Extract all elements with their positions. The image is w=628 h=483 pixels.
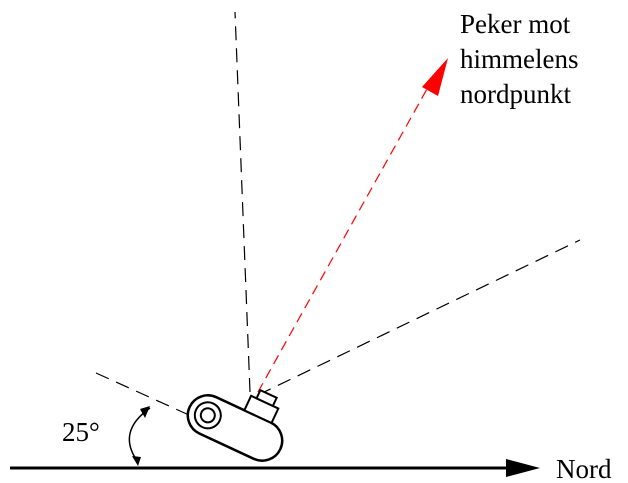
north-label: Nord — [556, 454, 612, 483]
celestial-pole-arrowhead — [422, 58, 448, 96]
right-dashed-line — [257, 239, 581, 396]
instrument — [186, 388, 284, 462]
north-arrowhead — [506, 459, 540, 477]
angle-arc-arrowhead-top — [140, 406, 150, 418]
angle-arc — [128, 407, 151, 463]
instrument-lens-cap — [255, 388, 279, 408]
celestial-pole-pointer — [257, 79, 433, 393]
pointer-label-line-2: himmelens — [460, 44, 578, 74]
pointer-label-line-1: Peker mot — [460, 9, 571, 39]
pointer-label-line-3: nordpunkt — [460, 79, 571, 109]
horizon-dashed-line — [95, 372, 201, 421]
instrument-inner-wheel — [199, 407, 216, 424]
angle-arc-arrowhead-bottom — [132, 456, 141, 466]
angle-label: 25° — [62, 417, 100, 447]
zenith-dashed-line — [234, 11, 251, 393]
